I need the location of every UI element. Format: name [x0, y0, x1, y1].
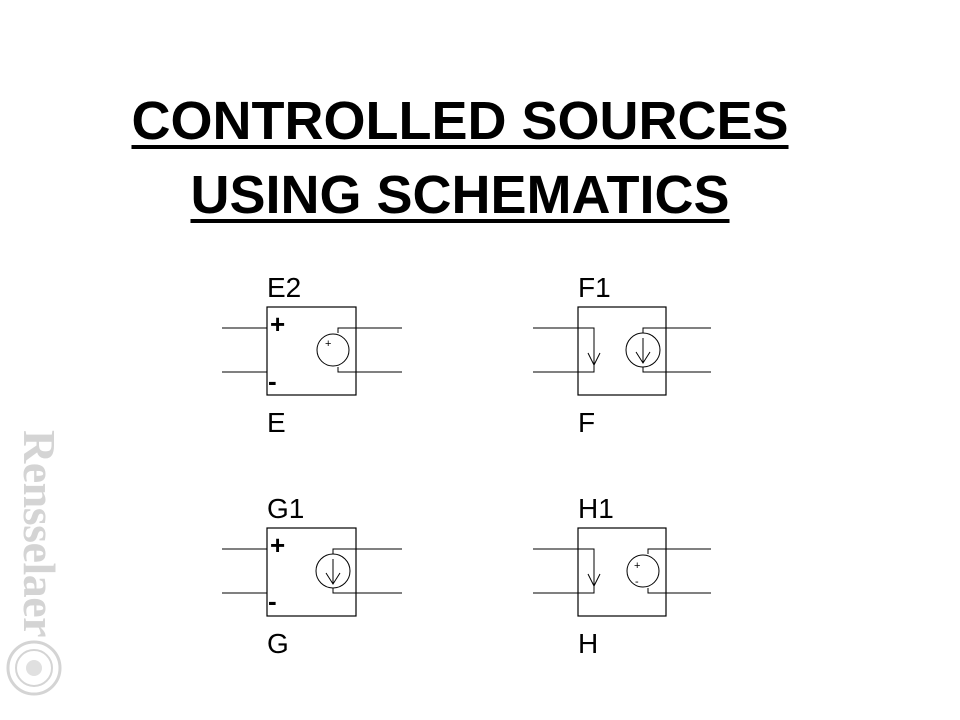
e-plus-label: + — [270, 309, 285, 339]
title-line-1: CONTROLLED SOURCES — [131, 91, 789, 151]
e-voltage-source-icon — [316, 333, 350, 367]
h-voltage-source-icon — [626, 554, 660, 588]
rensselaer-watermark: Rensselaer — [6, 430, 78, 700]
g-plus-label: + — [270, 530, 285, 560]
h-source-symbol[interactable]: H1 + - H — [533, 493, 711, 659]
f-sense-arrow-icon — [587, 352, 601, 367]
g-current-source-icon — [315, 553, 351, 589]
e-type-label: E — [267, 407, 286, 438]
f-current-source-icon — [625, 332, 661, 368]
e-minus-label: - — [268, 366, 277, 396]
e-body — [266, 306, 357, 396]
slide-title: CONTROLLED SOURCES USING SCHEMATICS — [0, 84, 920, 232]
h-body — [577, 527, 667, 617]
f-type-label: F — [578, 407, 595, 438]
seal-icon — [6, 640, 62, 696]
f-source-symbol[interactable]: F1 F — [533, 272, 711, 438]
e-part-label: E2 — [267, 272, 301, 303]
g-type-label: G — [267, 628, 289, 659]
svg-text:+: + — [325, 338, 331, 350]
title-line-2: USING SCHEMATICS — [190, 165, 730, 225]
f-sense-path — [578, 327, 595, 373]
h-type-label: H — [578, 628, 598, 659]
f-body — [577, 306, 667, 396]
h-sense-path — [578, 548, 595, 594]
h-sense-arrow-icon — [587, 573, 601, 588]
svg-text:-: - — [635, 576, 639, 588]
g-source-symbol[interactable]: G1 + - G — [222, 493, 402, 659]
g-minus-label: - — [268, 586, 277, 616]
g-body — [266, 527, 357, 617]
g-part-label: G1 — [267, 493, 304, 524]
h-part-label: H1 — [578, 493, 614, 524]
f-part-label: F1 — [578, 272, 611, 303]
svg-text:+: + — [634, 560, 640, 572]
e-source-symbol[interactable]: E2 + + - E — [222, 272, 402, 438]
